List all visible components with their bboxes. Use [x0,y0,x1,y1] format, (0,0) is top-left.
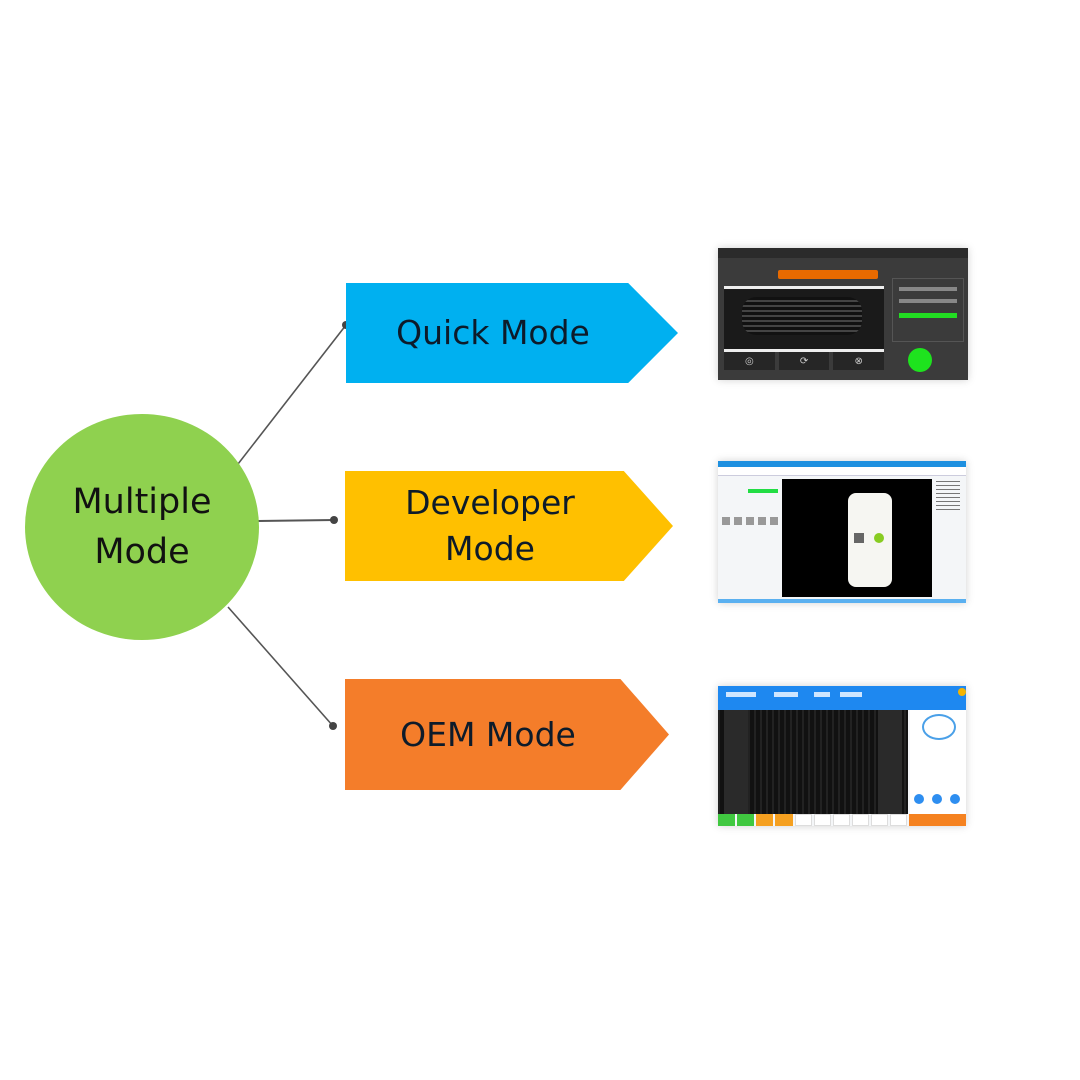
quick-mode-screenshot: ◎ ⟳ ⊗ [718,248,968,380]
developer-label-line2: Mode [445,529,535,568]
control-button-icon: ◎ [724,352,775,370]
connector-developer [257,519,335,522]
oem-mode-arrow: OEM Mode [345,679,669,790]
camera-view [724,286,884,352]
app-title [778,270,878,279]
start-button [908,348,932,372]
window-titlebar [718,248,968,258]
connector-dot-oem [329,722,337,730]
multiple-mode-hub: Multiple Mode [25,414,259,640]
connector-dot-developer [330,516,338,524]
counters-panel [892,278,964,342]
control-button-icon: ⊗ [833,352,885,370]
status-bar [718,599,966,603]
developer-mode-label: Developer Mode [405,480,613,572]
camera-image [718,710,908,814]
action-button [909,814,966,826]
developer-label-line1: Developer [405,483,575,522]
developer-mode-arrow: Developer Mode [345,471,673,581]
developer-mode-screenshot [718,461,966,603]
yield-gauge [922,714,956,740]
control-buttons: ◎ ⟳ ⊗ [724,352,885,370]
bottom-button-bar [718,814,966,826]
quick-mode-label: Quick Mode [396,313,590,352]
toolbar [718,467,966,476]
stats-panel [910,710,966,814]
connector-oem [227,606,334,727]
tire-image [742,297,862,335]
notification-badge [958,688,966,696]
image-view [782,479,932,597]
oem-mode-label: OEM Mode [400,714,576,754]
oem-mode-screenshot [718,686,966,826]
connector-quick [237,324,347,465]
window-titlebar [718,461,966,467]
control-button-icon: ⟳ [778,352,830,370]
label-card-image [848,493,892,587]
result-list [936,481,960,511]
quick-mode-arrow: Quick Mode [346,283,678,383]
stats-header [718,686,966,710]
hub-label-line1: Multiple [72,482,212,522]
hub-label-line2: Mode [94,532,190,572]
